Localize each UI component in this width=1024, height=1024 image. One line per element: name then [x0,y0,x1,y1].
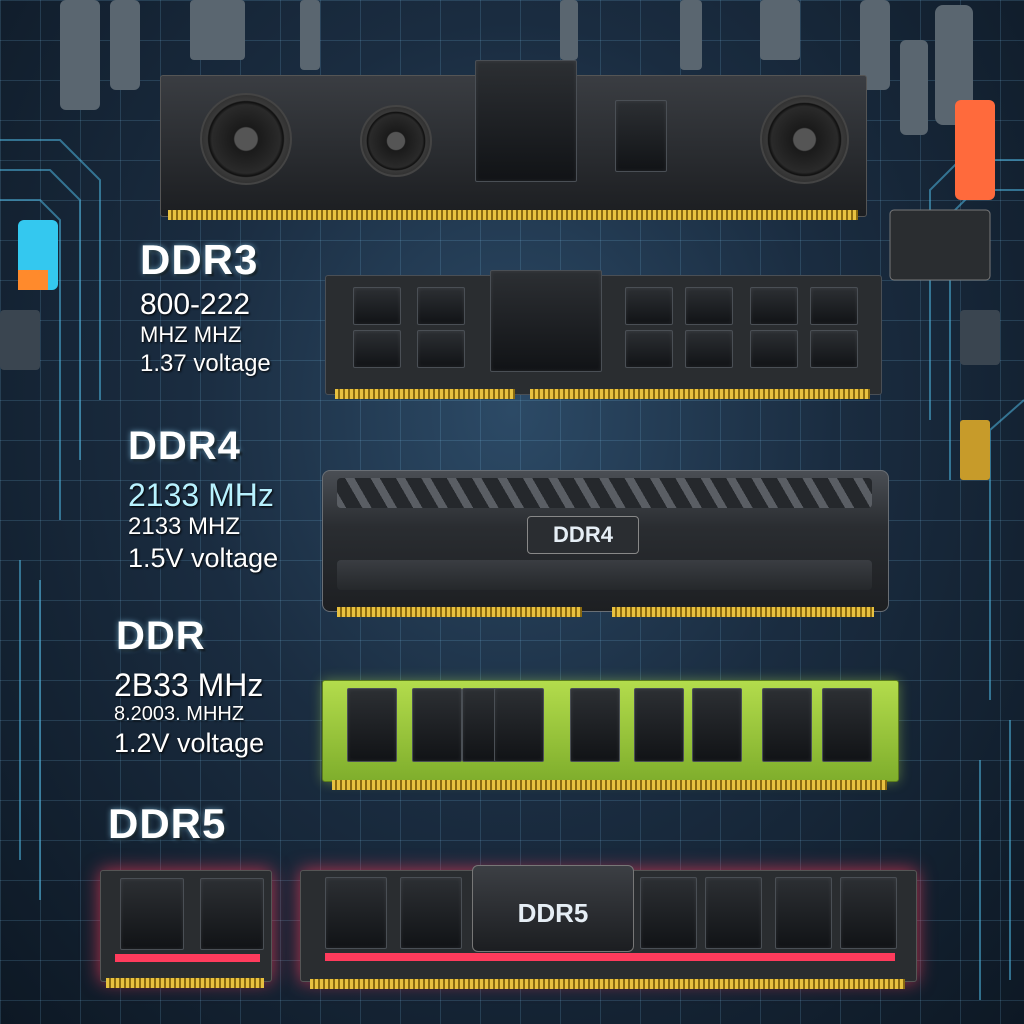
ddr3-speed-line2: MHZ MHZ [140,322,242,347]
ddr4-speed-line2: 2133 MHZ [128,513,241,540]
ddr4-module-badge: DDR4 [527,516,639,554]
ddr5-module-badge: DDR5 [472,865,634,952]
ddr-title: DDR [116,614,206,658]
ddr3-heatsink-module [160,60,867,225]
ddr-speed-line1: 2B33 MHz [114,667,264,703]
ddr4-ram-module: DDR4 [322,470,889,625]
ddr3-title: DDR3 [140,236,259,283]
ddr-ram-module [322,680,899,795]
ddr4-voltage: 1.5V voltage [128,543,279,573]
fan-icon [760,95,849,184]
ddr3-voltage: 1.37 voltage [140,350,271,377]
ddr3-speed-line1: 800-222 [140,288,251,321]
ddr3-ram-module [325,270,882,405]
ddr4-title: DDR4 [128,424,241,468]
ddr5-title: DDR5 [108,800,227,847]
fan-icon [200,93,292,185]
ddr-speed-line2: 8.2003. MHHZ [114,703,245,725]
ddr-voltage: 1.2V voltage [114,728,265,758]
ddr4-speed-line1: 2133 MHz [128,477,274,513]
ddr5-ram-module-left [100,870,272,1000]
ddr5-ram-module: DDR5 [300,865,917,1000]
fan-icon [360,105,432,177]
